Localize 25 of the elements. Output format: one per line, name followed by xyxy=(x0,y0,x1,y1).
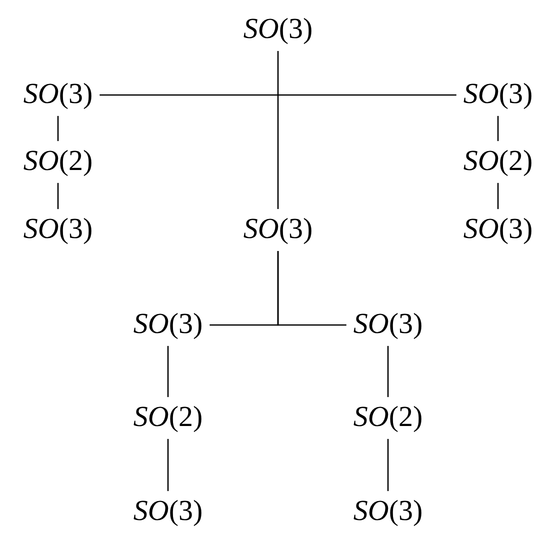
group-label: SO(3) xyxy=(243,213,313,246)
group-label: SO(3) xyxy=(133,495,203,528)
connector-line xyxy=(277,50,279,210)
connector-line xyxy=(277,250,346,326)
group-label: SO(3) xyxy=(23,213,93,246)
connector-line xyxy=(167,346,169,398)
group-label: SO(3) xyxy=(243,13,313,46)
group-label: SO(3) xyxy=(133,308,203,340)
group-label: SO(2) xyxy=(23,145,93,178)
group-label: SO(2) xyxy=(133,401,203,434)
group-label: SO(3) xyxy=(463,213,533,246)
group-label: SO(3) xyxy=(353,308,423,340)
connector-line xyxy=(57,182,59,210)
group-label: SO(2) xyxy=(353,401,423,434)
connector-line xyxy=(57,116,59,142)
group-label: SO(3) xyxy=(353,495,423,528)
group-label: SO(3) xyxy=(23,78,93,110)
connector-line xyxy=(497,182,499,210)
connector-line xyxy=(100,94,456,96)
connector-line xyxy=(497,116,499,142)
group-label: SO(2) xyxy=(463,145,533,178)
connector-line xyxy=(387,346,389,398)
connector-line xyxy=(387,438,389,492)
connector-line xyxy=(167,438,169,492)
group-label: SO(3) xyxy=(463,78,533,110)
